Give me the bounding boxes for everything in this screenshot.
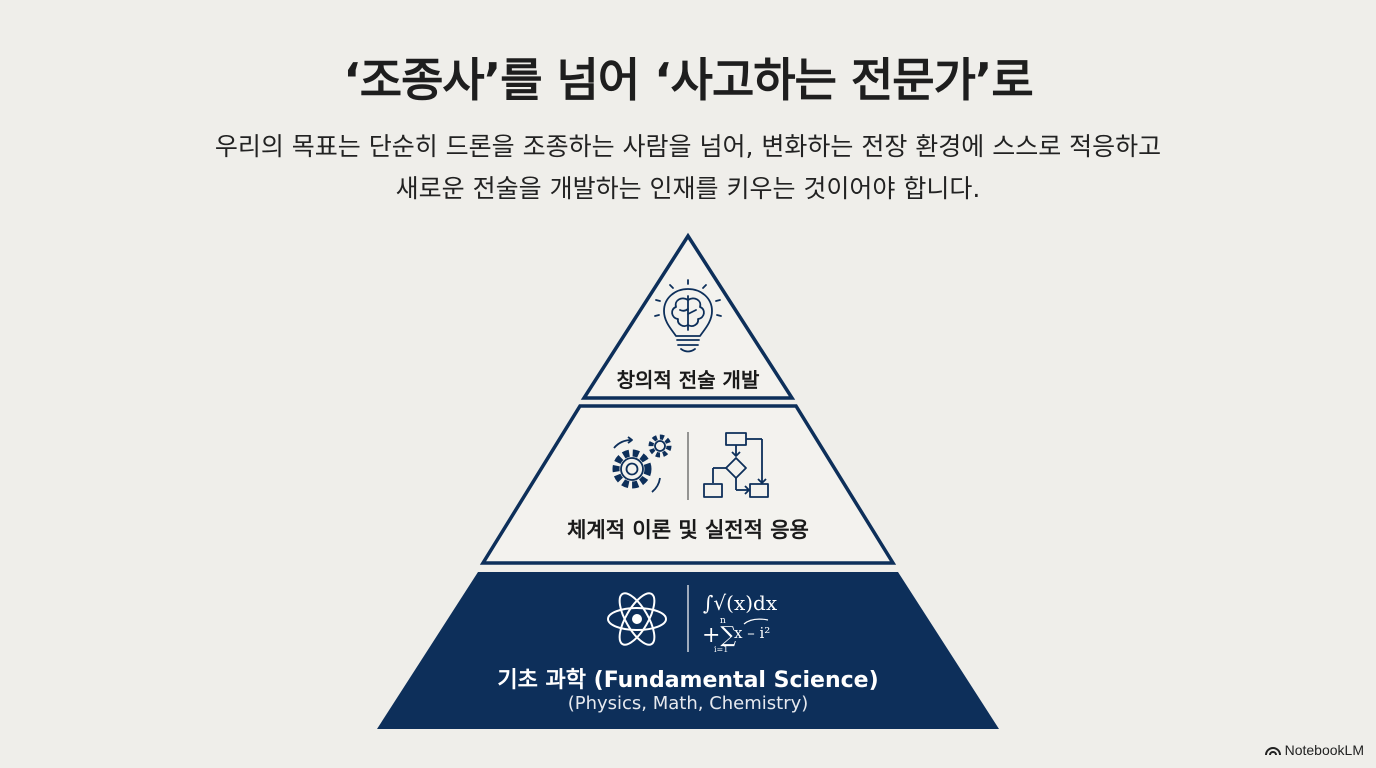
flowchart-icon — [703, 432, 769, 498]
atom-icon — [607, 592, 667, 646]
brand-label: NotebookLM — [1284, 742, 1364, 758]
subtitle-line-1: 우리의 목표는 단순히 드론을 조종하는 사람을 넘어, 변화하는 전장 환경에… — [214, 132, 1162, 161]
tier-top-label: 창의적 전술 개발 — [616, 368, 760, 392]
subtitle-line-2: 새로운 전술을 개발하는 인재를 키우는 것이어야 합니다. — [395, 174, 981, 203]
math-formula-icon: ∫√(x)dx n +∑ x – i² i=1 — [702, 591, 778, 654]
lightbulb-brain-icon — [654, 279, 722, 353]
formula-integral: ∫√(x)dx — [703, 591, 778, 615]
subtitle: 우리의 목표는 단순히 드론을 조종하는 사람을 넘어, 변화하는 전장 환경에… — [0, 126, 1376, 210]
page-title: ‘조종사’를 넘어 ‘사고하는 전문가’로 — [343, 53, 1033, 107]
formula-sum-top: n — [720, 616, 726, 626]
notebooklm-brand: NotebookLM — [1264, 742, 1364, 758]
formula-sum-bottom: i=1 — [714, 645, 728, 654]
formula-sum-expr: x – i² — [734, 624, 770, 642]
formula-sum-sign: +∑ — [702, 623, 736, 648]
tier-middle-label: 체계적 이론 및 실전적 응용 — [567, 518, 809, 542]
gears-icon — [612, 434, 672, 493]
tier-bottom-sublabel: (Physics, Math, Chemistry) — [567, 693, 809, 714]
notebooklm-logo-icon — [1264, 747, 1281, 756]
tier-bottom-label: 기초 과학 (Fundamental Science) — [497, 668, 879, 693]
